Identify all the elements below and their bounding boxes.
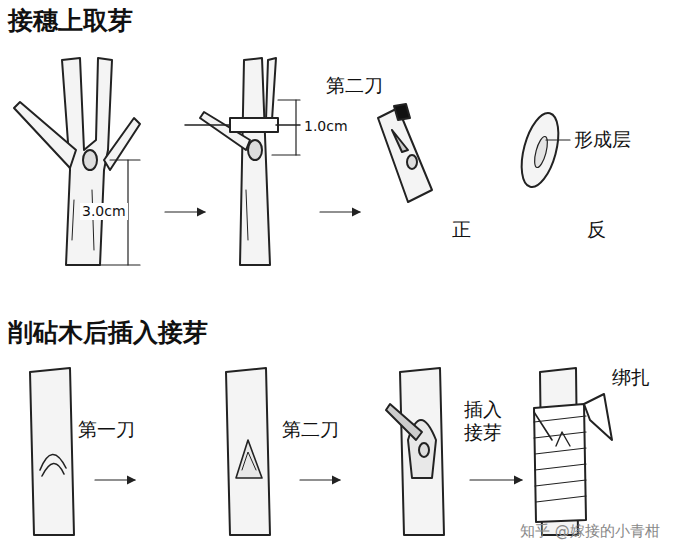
dimension-line [295,100,296,155]
dimension: 3.0cm [80,203,128,220]
step-arrow [300,479,340,480]
step-label: 第二刀 [326,74,383,97]
bark-texture [246,190,248,240]
step-label: 第一刀 [78,418,135,441]
step-arrow [95,479,135,480]
step-arrow [470,479,522,480]
step-arrow [165,211,205,212]
bark-texture [72,190,94,250]
petiole [534,412,552,440]
bud [83,150,97,170]
bud-exposed [556,432,570,446]
binding-tape [534,404,586,522]
dimension-tick [100,264,140,265]
rootstock [30,368,74,535]
cut-line [242,452,256,470]
rootstock [226,368,270,535]
rootstock [400,368,444,535]
bud [407,155,417,169]
dimension: 1.0cm [302,118,350,135]
bud [248,140,262,160]
bud-chip [378,108,432,202]
branch [104,118,140,170]
bud [419,443,429,457]
step-label: 插入 接芽 [464,398,506,444]
cut-line [40,454,66,476]
section-heading: 削砧木后插入接芽 [8,318,208,348]
stem [240,58,270,265]
watermark: 知乎 @嫁接的小青柑 [520,522,660,540]
section-heading: 接穗上取芽 [8,6,133,36]
stem [266,58,276,120]
branch [14,102,76,168]
cut-triangle [236,440,262,478]
view-label: 反 [587,218,606,241]
view-label: 正 [452,218,471,241]
leader-line [546,139,570,140]
petiole-stub [392,130,408,152]
step-arrow [320,211,360,212]
step-label: 绑扎 [612,366,650,389]
part-label: 形成层 [574,128,631,151]
knife-mark [230,118,278,132]
tape-end [584,394,612,440]
dimension-tick [272,154,300,155]
dimension-tick [278,99,300,100]
step-label: 第二刀 [282,418,339,441]
tape-wrap [534,416,586,502]
bud-chip-back [515,109,566,191]
dimension-tick [110,159,140,160]
cut-top [394,104,410,120]
petiole [386,404,422,440]
